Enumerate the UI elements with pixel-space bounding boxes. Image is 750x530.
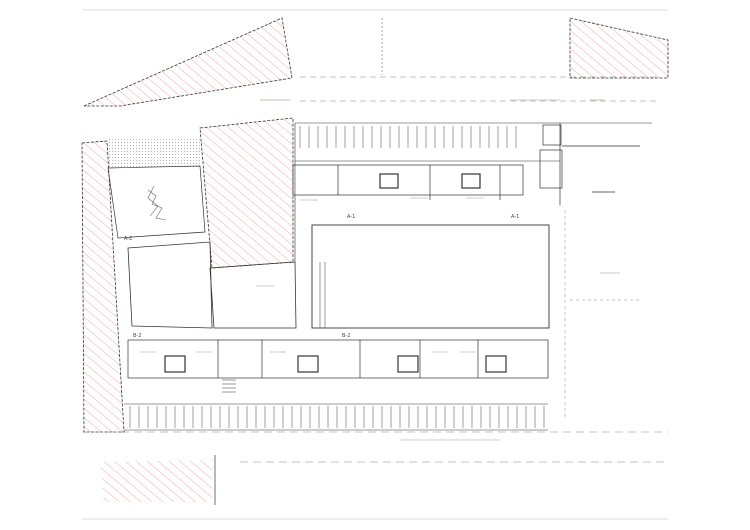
road-bottom <box>82 431 668 463</box>
central-hall <box>311 224 550 329</box>
parking-row-top <box>294 122 652 262</box>
parking-stalls-bottom <box>129 406 545 428</box>
hatch-zone-mid <box>199 117 294 269</box>
room-tag-b2-mid: B-2 <box>342 333 350 339</box>
room-tag-a1-right: A-1 <box>511 214 519 220</box>
sheet-border <box>82 9 668 520</box>
room-tag-a2-left: A-2 <box>124 236 132 242</box>
dotted-landscape-strip <box>108 138 200 168</box>
room-tags: B-2 B-2 A-1 A-1 A-2 <box>124 214 519 339</box>
room-tag-a1-left: A-1 <box>347 214 355 220</box>
hatch-zone-left-strip <box>81 140 125 433</box>
mid-left-rooms <box>127 241 297 329</box>
hatch-zone-bottom <box>100 460 212 502</box>
parking-stalls-top <box>299 126 517 148</box>
hatch-zone-top-left <box>83 17 293 107</box>
annotation-marks <box>140 99 620 441</box>
right-dimension <box>564 210 640 420</box>
service-block-right <box>539 123 640 205</box>
hatch-zone-top-right <box>569 17 669 79</box>
unit-block-top <box>292 164 524 200</box>
plaza-left <box>107 165 206 239</box>
unit-block-bottom <box>127 339 549 393</box>
room-tag-b2-left: B-2 <box>133 333 141 339</box>
hatched-zones <box>81 17 669 502</box>
parking-row-bottom <box>124 403 548 431</box>
road-top <box>300 76 660 102</box>
